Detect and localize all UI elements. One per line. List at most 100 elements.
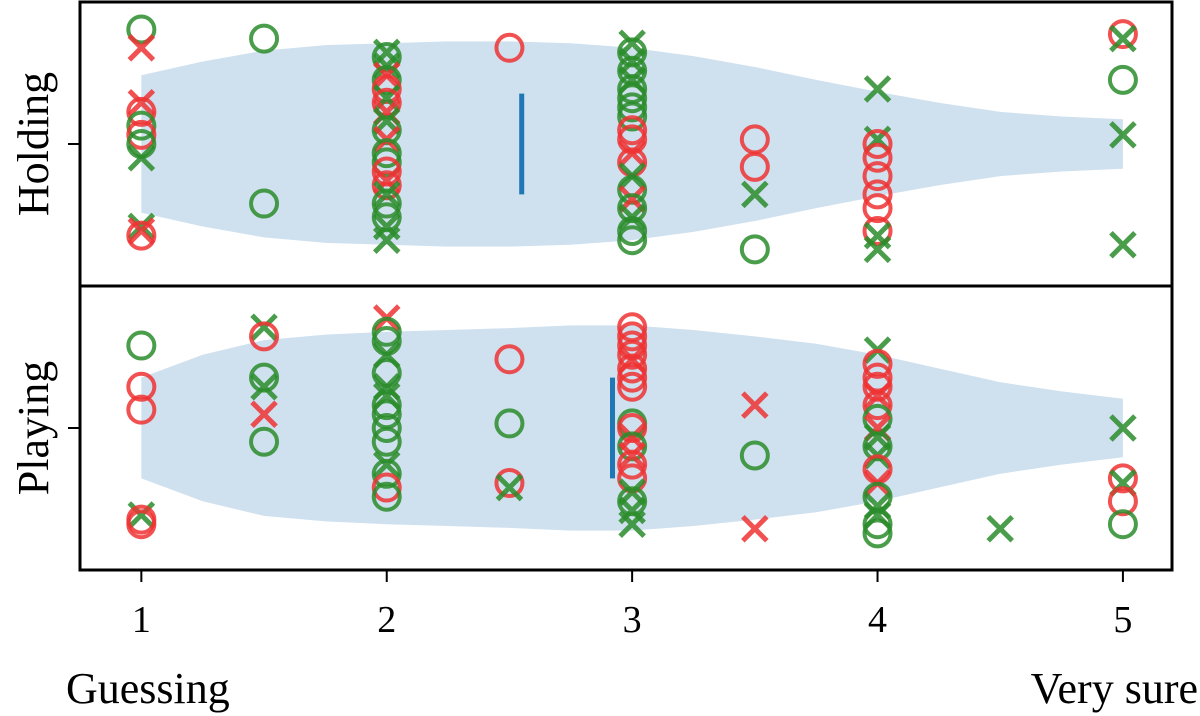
point-circle-green (371, 316, 402, 347)
point-circle-green (371, 138, 402, 169)
point-cross-red (618, 139, 646, 167)
x-caption-left: Guessing (66, 664, 230, 713)
point-circle-green (371, 188, 402, 219)
point-cross-green (863, 235, 892, 264)
point-circle-green (617, 193, 648, 224)
x-tick-label: 2 (377, 599, 396, 641)
point-circle-red (862, 161, 893, 192)
point-circle-red (617, 115, 648, 146)
point-circle-green (1107, 64, 1138, 95)
y-axis-label-playing: Playing (9, 361, 58, 495)
point-circle-red (126, 119, 157, 150)
point-circle-red (617, 353, 648, 384)
point-circle-red (126, 509, 157, 540)
panel-holding: Holding (9, 0, 1174, 288)
point-cross-green (1109, 121, 1137, 149)
point-circle-green (371, 115, 402, 146)
point-circle-red (862, 142, 893, 173)
point-cross-green (372, 226, 401, 254)
point-circle-red (126, 394, 157, 425)
point-cross-green (250, 373, 278, 401)
point-circle-red (494, 467, 525, 498)
point-circle-green (617, 101, 648, 132)
x-caption-right: Very sure (1031, 664, 1198, 713)
point-circle-red (371, 156, 402, 187)
point-cross-red (127, 34, 156, 62)
point-circle-green (371, 41, 402, 72)
point-circle-red (617, 362, 648, 393)
point-circle-red (1107, 19, 1138, 50)
point-circle-red (371, 170, 402, 201)
point-circle-green (862, 518, 893, 549)
point-cross-green (495, 473, 524, 502)
point-circle-red (617, 371, 648, 402)
point-circle-green (249, 426, 280, 457)
point-cross-green (986, 515, 1014, 543)
point-circle-green (739, 440, 770, 471)
point-cross-green (127, 212, 156, 241)
point-cross-green (372, 180, 401, 209)
point-cross-green (1109, 414, 1137, 442)
point-circle-green (617, 486, 648, 517)
point-circle-red (617, 321, 648, 352)
point-cross-red (618, 441, 646, 470)
point-cross-green (618, 510, 646, 538)
point-circle-red (371, 74, 402, 105)
point-circle-red (249, 321, 280, 352)
point-circle-green (371, 202, 402, 233)
panel-playing: Playing (9, 284, 1174, 572)
x-tick-label: 4 (868, 599, 887, 641)
point-circle-red (617, 339, 648, 370)
point-cross-red (863, 382, 892, 410)
point-cross-green (127, 143, 156, 172)
point-circle-red (126, 96, 157, 127)
point-circle-green (617, 225, 648, 256)
point-circle-green (617, 92, 648, 123)
point-circle-red (1107, 463, 1138, 494)
point-circle-red (862, 193, 893, 224)
x-tick-label: 5 (1113, 599, 1132, 641)
point-circle-red (617, 413, 648, 443)
y-axis-label-holding: Holding (9, 72, 58, 216)
point-cross-red (741, 391, 769, 419)
point-circle-green (371, 390, 402, 421)
point-cross-green (863, 75, 892, 103)
point-circle-red (494, 32, 525, 63)
point-circle-green (371, 458, 402, 489)
point-circle-green (371, 413, 402, 443)
point-circle-red (862, 129, 893, 159)
point-cross-green (1109, 231, 1137, 259)
point-cross-red (250, 400, 278, 429)
point-cross-red (127, 89, 156, 117)
x-tick-label: 3 (623, 599, 642, 641)
point-circle-red (371, 472, 402, 503)
point-circle-red (617, 449, 648, 480)
point-circle-green (1107, 509, 1138, 540)
point-cross-red (741, 515, 769, 543)
point-circle-green (371, 481, 402, 512)
panel-frame (78, 284, 1174, 572)
point-circle-red (862, 179, 893, 210)
point-cross-green (741, 180, 769, 209)
point-circle-green (371, 64, 402, 95)
point-circle-red (862, 216, 893, 247)
point-circle-green (126, 110, 157, 141)
point-circle-green (617, 431, 648, 462)
point-circle-green (617, 37, 648, 68)
point-cross-green (1109, 24, 1137, 53)
point-circle-green (739, 234, 770, 265)
point-circle-red (494, 344, 525, 375)
point-circle-green (249, 362, 280, 393)
point-circle-green (862, 431, 893, 462)
point-circle-green (371, 147, 402, 178)
point-circle-red (862, 348, 893, 379)
point-cross-green (250, 313, 278, 341)
point-circle-green (126, 14, 157, 45)
point-circle-green (249, 188, 280, 219)
point-circle-green (249, 23, 280, 54)
point-circle-green (494, 408, 525, 439)
point-circle-red (126, 220, 157, 251)
point-circle-green (126, 330, 157, 361)
point-circle-green (617, 216, 648, 247)
